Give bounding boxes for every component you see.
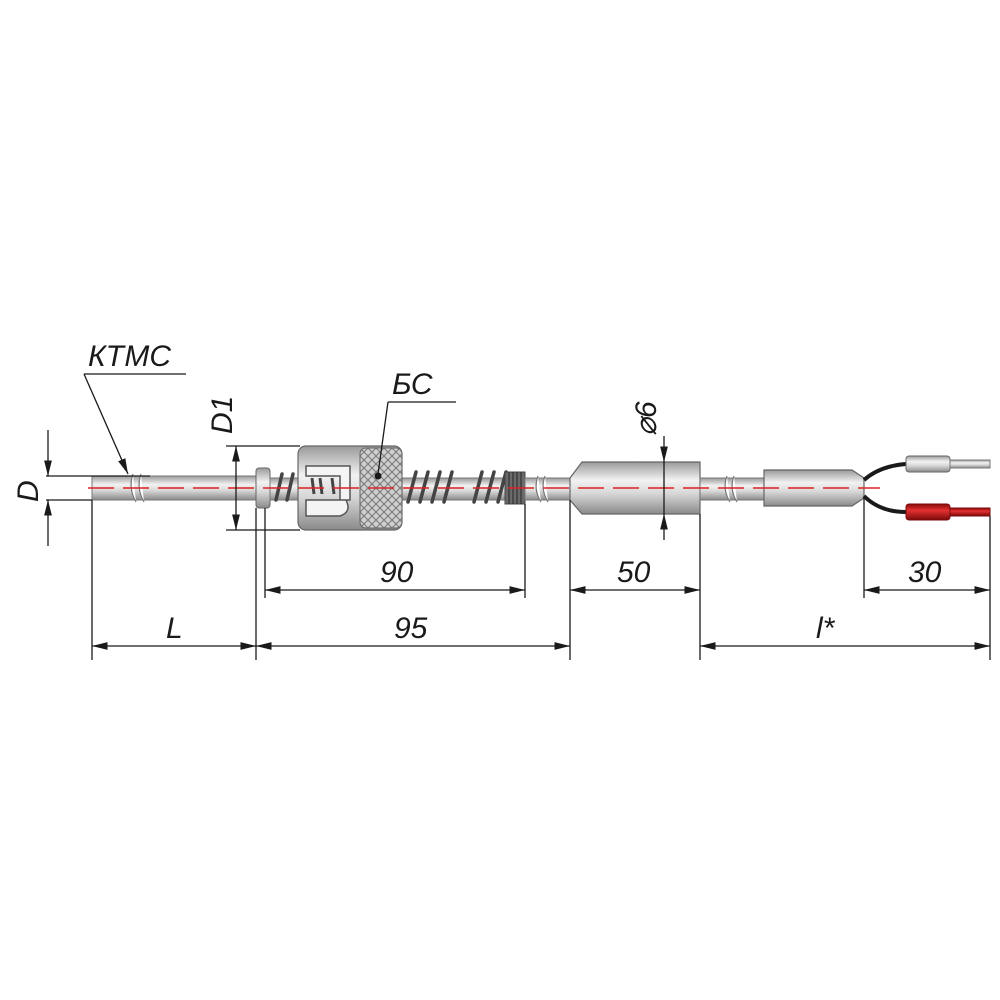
label-50: 50 (617, 556, 651, 589)
probe-assembly (91, 445, 991, 531)
dim-30: 30 (864, 556, 990, 594)
label-phi6: ⌀6 (630, 401, 663, 436)
label-D1: D1 (206, 396, 239, 434)
extension-lines (91, 498, 991, 660)
dim-D: D (12, 430, 150, 546)
leader-ktms: КТМС (83, 340, 186, 475)
leader-bs: БС (374, 368, 456, 480)
lead-tip-grey (905, 455, 951, 473)
label-D: D (12, 480, 45, 502)
label-95: 95 (394, 612, 428, 645)
dim-50: 50 (570, 556, 700, 594)
label-30: 30 (908, 556, 942, 589)
dim-D1: D1 (206, 396, 300, 531)
label-ktms: КТМС (88, 340, 171, 373)
dim-phi6: ⌀6 (630, 401, 668, 540)
dim-l-star: l* (700, 612, 990, 650)
lead-tip-red (905, 503, 951, 521)
bayonet-slot (305, 465, 351, 517)
label-90: 90 (380, 556, 414, 589)
label-L: L (166, 612, 183, 645)
dim-L: L (92, 612, 256, 650)
label-l-star: l* (816, 612, 836, 645)
lead-wire-black (862, 462, 907, 482)
dim-95: 95 (256, 612, 570, 650)
lead-wire-red (862, 494, 907, 514)
label-bs: БС (392, 368, 433, 401)
dim-90: 90 (265, 556, 525, 594)
cable-tube-1 (524, 477, 571, 501)
